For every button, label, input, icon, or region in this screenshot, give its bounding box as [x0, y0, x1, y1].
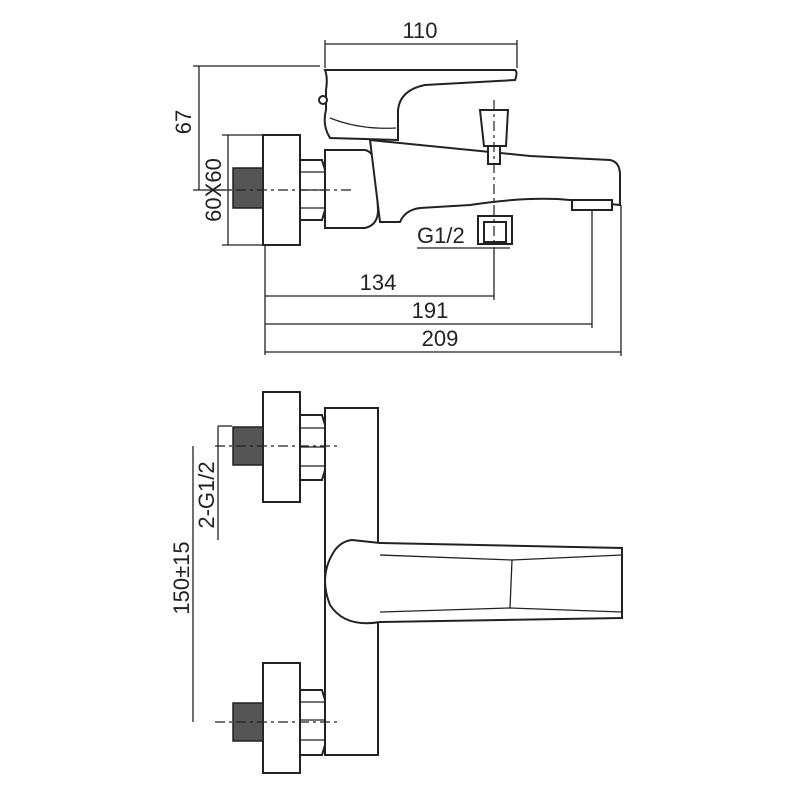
side-mixer-body [324, 149, 380, 229]
dim-67-label: 67 [171, 110, 196, 134]
dim-150-label: 150±15 [169, 541, 194, 614]
side-spout [368, 138, 621, 223]
dim-2g12-label: 2-G1/2 [194, 461, 219, 528]
front-view: 2-G1/2 150±15 [169, 391, 623, 774]
side-view: 110 67 60X60 G1/2 134 191 209 [171, 18, 622, 356]
dim-110-label: 110 [402, 18, 437, 43]
dim-191-label: 191 [412, 298, 449, 323]
front-lower-flange [262, 662, 301, 774]
side-handle [323, 69, 518, 142]
side-spout-outlet [571, 199, 613, 211]
front-lever-handle [324, 538, 623, 625]
dim-209-label: 209 [422, 326, 459, 351]
dim-60x60-label: 60X60 [201, 158, 226, 222]
side-inlet-thread [232, 167, 264, 209]
front-upper-flange [262, 391, 301, 503]
dim-g12-label: G1/2 [417, 223, 465, 248]
dim-134-label: 134 [360, 270, 397, 295]
